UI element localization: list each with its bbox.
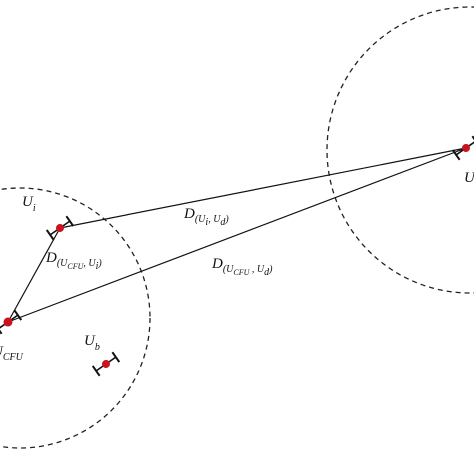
edge-label-ucfu-ud: D(UCFU , Ud): [211, 256, 273, 278]
node-label-ud: Ud: [464, 170, 474, 190]
link-ucfu-ui: [7, 227, 61, 323]
link-ui-ud: [59, 147, 467, 229]
node-label-ui: Ui: [22, 194, 36, 214]
right-coverage-circle: [326, 6, 474, 294]
link-ucfu-ud: [7, 147, 467, 323]
drone-ucfu-icon: [0, 309, 23, 335]
node-label-ucfu: UCFU: [0, 344, 24, 363]
node-label-ub: Ub: [84, 333, 100, 353]
drone-ud-icon: [451, 135, 474, 161]
drone-ub-icon: [91, 351, 121, 377]
left-coverage-circle: [0, 187, 151, 449]
edge-label-ui-ud: D(Ui, Ud): [183, 206, 229, 228]
drone-ui-icon: [45, 215, 75, 241]
edge-label-ucfu-ui: D(UCFU, Ui): [45, 250, 102, 272]
